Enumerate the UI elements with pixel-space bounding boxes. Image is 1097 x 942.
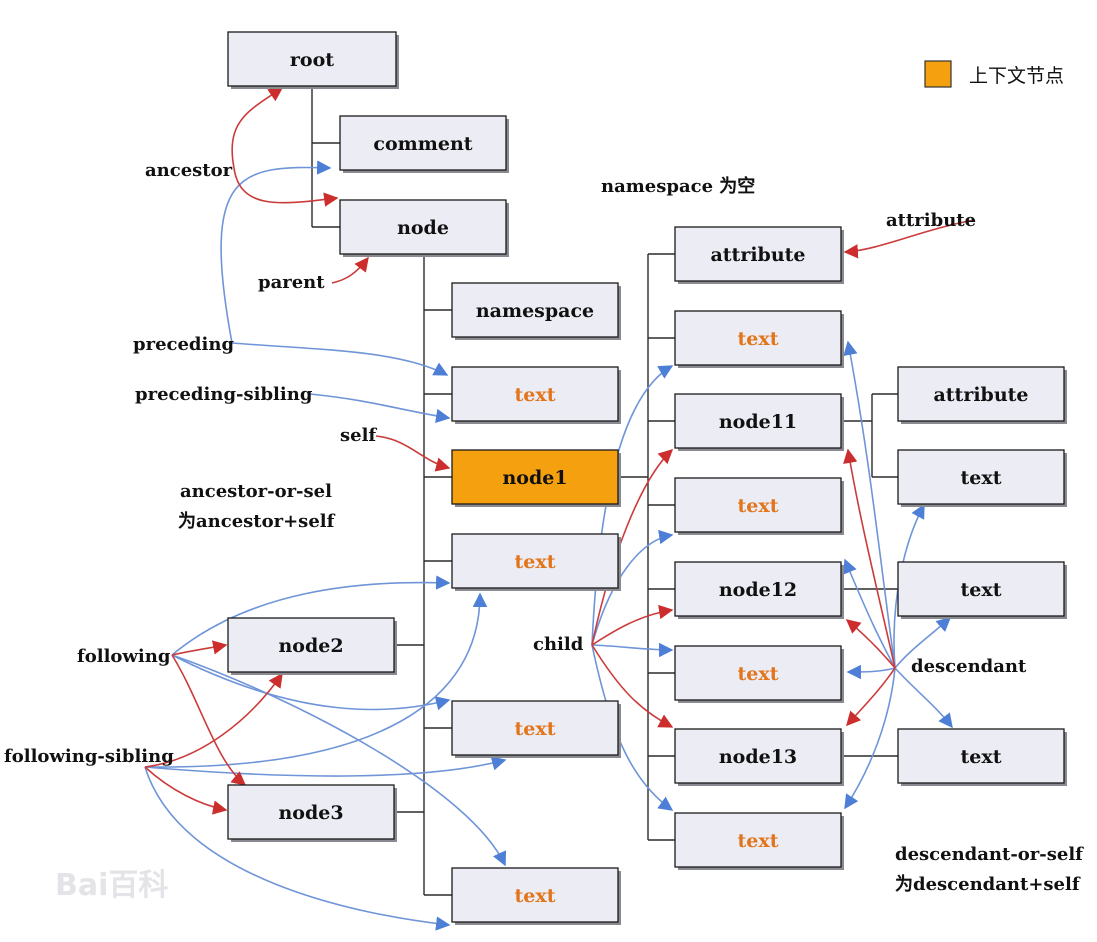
node-label: text — [515, 384, 556, 406]
node-label: node11 — [719, 411, 797, 433]
node-root: root — [227, 31, 399, 89]
node-label: attribute — [933, 384, 1028, 406]
label-ancestor: ancestor — [145, 160, 233, 181]
node-label: text — [738, 328, 779, 350]
label-attribute: attribute — [886, 210, 976, 231]
node-text-a: text — [451, 366, 621, 424]
label-following-sibling: following-sibling — [4, 746, 174, 767]
node-text-i: text — [897, 449, 1067, 507]
node-text-k: text — [897, 728, 1067, 786]
node-label: text — [738, 663, 779, 685]
node-text-b: text — [451, 533, 621, 591]
node-text-g: text — [674, 645, 844, 703]
node-label: text — [515, 718, 556, 740]
node-text-j: text — [897, 561, 1067, 619]
label-descendant: descendant — [911, 656, 1027, 677]
node-label: text — [515, 551, 556, 573]
legend-label: 上下文节点 — [969, 65, 1064, 87]
node-label: node13 — [719, 746, 797, 768]
node-label: node — [397, 217, 449, 239]
red-arrows — [144, 87, 975, 815]
node-attribute-a: attribute — [674, 226, 844, 284]
node-node12: node12 — [674, 561, 844, 619]
node-label: namespace — [476, 300, 594, 322]
node-text-c: text — [451, 700, 621, 758]
label-preceding-sibling: preceding-sibling — [135, 384, 313, 405]
node-label: text — [738, 830, 779, 852]
label-parent: parent — [258, 272, 325, 293]
node-label: text — [515, 885, 556, 907]
blue-arrows — [144, 160, 953, 931]
node-label: node1 — [502, 467, 567, 489]
node-label: node2 — [278, 635, 343, 657]
label-following: following — [77, 646, 171, 667]
legend: 上下文节点 — [924, 60, 1064, 88]
node-label: text — [961, 579, 1002, 601]
node-text-d: text — [451, 867, 621, 925]
baidu-watermark: Bai百科 — [55, 868, 168, 903]
node-attribute-b: attribute — [897, 366, 1067, 424]
node-label: comment — [373, 133, 472, 155]
node-namespace: namespace — [451, 282, 621, 340]
label-child: child — [533, 634, 584, 655]
label-namespace-empty: namespace 为空 — [601, 175, 755, 197]
node-text-e: text — [674, 310, 844, 368]
node-node3: node3 — [227, 784, 397, 842]
label-self: self — [340, 425, 377, 446]
node-node: node — [339, 199, 509, 257]
node-node13: node13 — [674, 728, 844, 786]
node-node2: node2 — [227, 617, 397, 675]
node-label: text — [961, 746, 1002, 768]
node-label: text — [738, 495, 779, 517]
node-comment: comment — [339, 115, 509, 173]
node-text-h: text — [674, 812, 844, 870]
legend-swatch — [924, 60, 952, 88]
node-node1-context: node1 — [451, 449, 621, 507]
label-preceding: preceding — [133, 334, 234, 355]
tree-lines — [311, 86, 898, 896]
node-label: attribute — [710, 244, 805, 266]
label-descendant-or-self-line1: descendant-or-self — [895, 844, 1084, 865]
node-label: root — [290, 49, 334, 71]
label-descendant-or-self-line2: 为descendant+self — [895, 873, 1081, 895]
node-label: node3 — [278, 802, 343, 824]
node-node11: node11 — [674, 393, 844, 451]
label-ancestor-or-self-line2: 为ancestor+self — [178, 510, 336, 532]
node-text-f: text — [674, 477, 844, 535]
label-ancestor-or-self-line1: ancestor-or-sel — [180, 481, 332, 502]
node-label: text — [961, 467, 1002, 489]
node-label: node12 — [719, 579, 797, 601]
